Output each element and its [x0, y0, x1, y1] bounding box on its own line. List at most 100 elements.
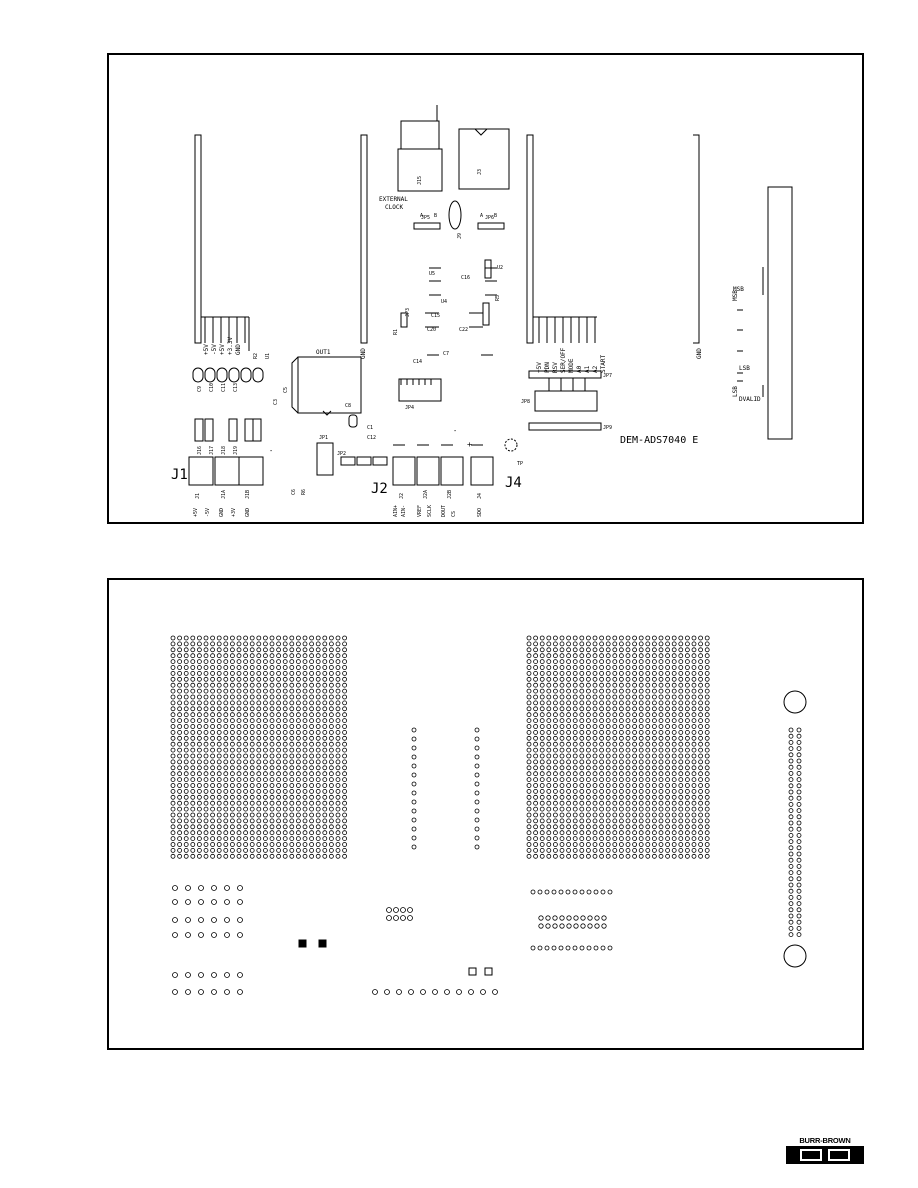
proto-pad: [230, 812, 235, 818]
proto-pad: [678, 853, 684, 859]
proto-pad: [539, 818, 545, 824]
proto-pad: [276, 635, 282, 641]
proto-pad: [216, 794, 222, 800]
proto-pad: [322, 800, 328, 806]
proto-pad: [183, 818, 189, 824]
proto-pad: [322, 753, 328, 759]
proto-pad: [526, 694, 532, 700]
proto-pad: [309, 853, 315, 859]
proto-pad: [559, 665, 565, 670]
proto-pad: [170, 724, 176, 729]
proto-pad: [632, 659, 637, 664]
proto-pad: [328, 682, 334, 688]
proto-pad: [552, 676, 558, 682]
proto-pad: [625, 741, 631, 747]
connector-j4: [470, 456, 494, 486]
proto-pad: [315, 783, 321, 788]
proto-pad: [177, 712, 182, 718]
proto-pad: [170, 824, 176, 830]
proto-pad: [177, 783, 182, 788]
proto-pad: [579, 700, 585, 706]
proto-pad: [579, 676, 585, 682]
edge-pad: [788, 932, 794, 938]
proto-pad: [262, 700, 268, 706]
cap-label-3: C11: [221, 383, 227, 392]
proto-pad: [315, 659, 321, 664]
proto-pad: [309, 812, 315, 818]
label-gnd-mid: GND: [360, 348, 367, 359]
proto-pad: [216, 818, 222, 824]
proto-pad: [236, 847, 242, 853]
proto-pad: [328, 771, 334, 777]
proto-pad: [315, 753, 321, 759]
jumper-jp6: [477, 222, 505, 230]
proto-pad: [605, 818, 611, 824]
proto-pad: [592, 741, 598, 747]
proto-pad: [210, 794, 215, 800]
proto-pad: [282, 729, 288, 735]
proto-pad: [269, 706, 275, 712]
edge-pad: [796, 863, 802, 869]
proto-pad: [216, 653, 222, 659]
proto-pad: [625, 706, 631, 712]
edge-pad: [788, 851, 794, 857]
edge-pad: [796, 826, 802, 832]
proto-pad: [289, 700, 295, 706]
proto-pad: [295, 700, 301, 706]
proto-pad: [652, 836, 657, 842]
proto-pad: [685, 853, 690, 859]
proto-pad: [645, 824, 651, 830]
proto-pad: [579, 853, 585, 859]
edge-pad: [788, 808, 794, 814]
proto-pad: [526, 836, 532, 842]
proto-pad: [552, 830, 558, 836]
proto-pad: [572, 842, 578, 847]
proto-pad: [309, 653, 315, 659]
proto-pad: [315, 800, 321, 806]
proto-pad: [309, 694, 315, 700]
proto-pad: [269, 653, 275, 659]
proto-pad: [335, 676, 341, 682]
proto-pad: [592, 735, 598, 741]
proto-pad: [658, 788, 664, 794]
comp-pad: [587, 915, 593, 921]
proto-pad: [559, 753, 565, 759]
proto-pad: [685, 753, 690, 759]
proto-pad: [302, 842, 308, 847]
proto-pad: [223, 676, 229, 682]
proto-pad: [572, 641, 578, 647]
proto-pad: [328, 806, 334, 812]
proto-pad: [539, 794, 545, 800]
proto-pad: [249, 712, 255, 718]
proto-pad: [671, 747, 677, 753]
proto-pad: [658, 818, 664, 824]
proto-pad: [236, 647, 242, 653]
proto-pad: [269, 812, 275, 818]
proto-pad: [552, 783, 558, 788]
proto-pad: [328, 729, 334, 735]
proto-pad: [685, 847, 690, 853]
proto-pad: [183, 812, 189, 818]
proto-pad: [269, 777, 275, 783]
proto-pad: [533, 836, 539, 842]
proto-pad: [658, 694, 664, 700]
proto-pad: [698, 718, 703, 724]
proto-pad: [691, 712, 697, 718]
proto-pad: [605, 847, 611, 853]
proto-pad: [632, 671, 637, 676]
proto-pad: [658, 688, 664, 694]
proto-pad: [249, 647, 255, 653]
proto-pad: [295, 665, 301, 670]
right-pin-1: +5V: [536, 362, 543, 373]
proto-pad: [243, 806, 249, 812]
proto-pad: [249, 706, 255, 712]
proto-pad: [190, 688, 196, 694]
proto-pad: [230, 842, 235, 847]
proto-pad: [190, 635, 196, 641]
proto-pad: [652, 794, 657, 800]
proto-pad: [619, 671, 624, 676]
comp-pad: [224, 899, 230, 905]
proto-pad: [328, 735, 334, 741]
proto-pad: [197, 676, 202, 682]
proto-pad: [203, 806, 209, 812]
